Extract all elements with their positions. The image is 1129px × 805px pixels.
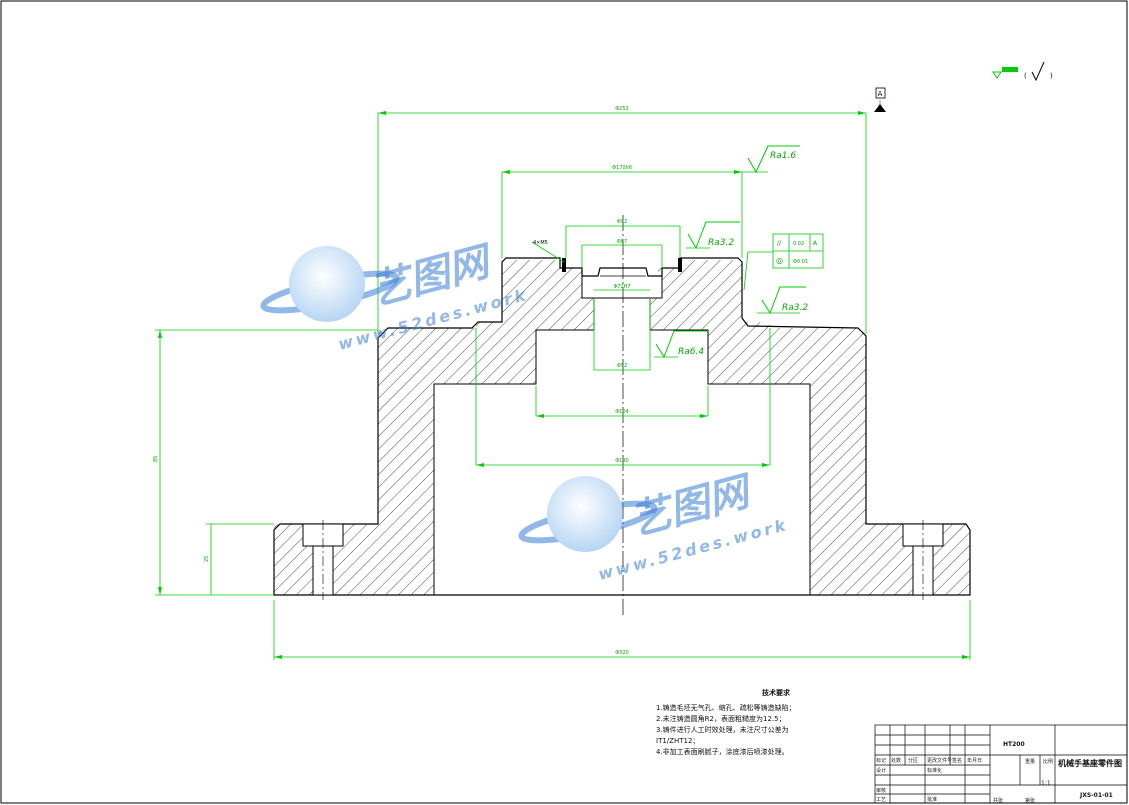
- dim-small-bore: Φ72H7: [613, 284, 630, 290]
- tb-sheet-total: 共张: [993, 798, 1004, 804]
- notes-line: 3.铸件进行人工时效处理，未注尺寸公差为: [656, 726, 789, 734]
- roughness-label: Ra6.4: [678, 347, 704, 357]
- notes-line: 1.铸造毛坯无气孔、缩孔、疏松等铸造缺陷；: [656, 704, 796, 712]
- dim-base-height: 25: [204, 556, 210, 562]
- dim-center-hole: Φ52: [617, 363, 627, 369]
- part-name: 机械手基座零件图: [1058, 759, 1122, 768]
- dimension-arrows: [158, 111, 970, 659]
- dim-overall-top: Φ252: [615, 106, 628, 112]
- tb-ratio: 比例: [1043, 759, 1054, 765]
- notes-title: 技术要求: [762, 689, 790, 697]
- dim-counterbore: Φ92: [617, 219, 627, 225]
- watermark-logo-2: [518, 476, 658, 552]
- svg-text:(: (: [1024, 72, 1027, 80]
- datum-letter: A: [878, 90, 883, 98]
- technical-requirements: 技术要求 1.铸造毛坯无气孔、缩孔、疏松等铸造缺陷； 2.未注铸造圆角R2，表面…: [656, 688, 866, 758]
- roughness-label: Ra1.6: [770, 151, 796, 161]
- tb-count: 处数: [891, 758, 902, 764]
- tolerance-frame: [772, 233, 824, 269]
- tb-review: 审核: [876, 788, 887, 794]
- scale-label: 1:1: [1041, 780, 1051, 787]
- datum-symbol: [874, 87, 886, 112]
- dim-boss-top: Φ170h6: [612, 165, 632, 171]
- material-label: HT200: [1003, 741, 1025, 748]
- tb-date: 年月日: [967, 758, 983, 764]
- drawing-number: JXS-01-01: [1080, 792, 1113, 799]
- notes-line: 4.非加工表面刷腻子，涂底漆后喷漆处理。: [656, 748, 789, 756]
- watermark-logo-1: [260, 246, 400, 322]
- tb-design: 设计: [876, 768, 887, 774]
- roughness-symbols: [655, 145, 806, 359]
- tolerance-symbol: ◎: [776, 256, 783, 265]
- tolerance-ref: A: [813, 240, 818, 247]
- notes-line: 2.未注铸造圆角R2，表面粗糙度为12.5；: [656, 715, 786, 723]
- tolerance-value: Φ0.01: [793, 259, 808, 265]
- tb-mark: 标记: [876, 758, 887, 764]
- title-block-grid: [874, 724, 1128, 804]
- notes-line: IT1/ZHT12；: [656, 737, 700, 745]
- tb-sign: 签名: [952, 758, 963, 764]
- roughness-label: Ra3.2: [782, 303, 808, 313]
- tb-change: 更改文件号: [927, 758, 953, 764]
- roughness-legend: ( ): [992, 61, 1053, 82]
- dimension-lines: [155, 100, 971, 660]
- dim-chamfer: 4×M5: [533, 240, 548, 246]
- dim-height: 85: [153, 456, 159, 462]
- dim-body-inner: Φ190: [615, 458, 628, 464]
- tb-approve: 批准: [927, 797, 938, 803]
- tolerance-symbol: //: [777, 240, 782, 247]
- tb-weight: 重量: [1025, 759, 1036, 765]
- title-block: HT200 机械手基座零件图 1:1 JXS-01-01 标记 处数 分区 更改…: [875, 725, 1127, 804]
- tb-process: 工艺: [876, 797, 887, 803]
- svg-text:): ): [1050, 72, 1053, 80]
- roughness-label: Ra3.2: [708, 238, 734, 248]
- dim-inner-step: Φ104: [615, 409, 628, 415]
- part-section: [273, 215, 971, 615]
- tolerance-value: 0.02: [793, 241, 804, 247]
- dim-inner-recess: Φ87: [617, 239, 627, 245]
- dim-base: Φ320: [615, 650, 628, 656]
- tb-sheet-no: 第张: [1025, 798, 1036, 804]
- tb-zone: 分区: [908, 758, 919, 764]
- tb-standard: 标准化: [927, 768, 943, 774]
